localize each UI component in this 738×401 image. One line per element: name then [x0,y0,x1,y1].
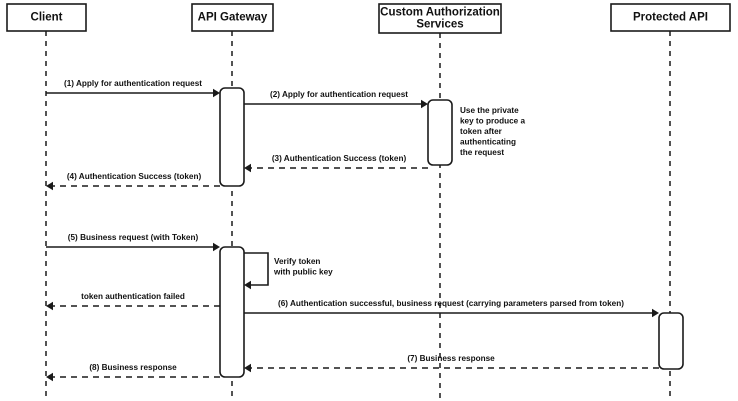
message-label: (8) Business response [89,363,177,372]
participant-label: Protected API [633,12,708,24]
self-call-label-line: with public key [273,268,333,277]
note-line: key to produce a [460,117,526,126]
participant-label: Services [416,19,463,31]
note-line: token after [460,127,503,136]
message-arrowhead [46,372,53,382]
message-msg-4: (4) Authentication Success (token) [46,172,220,191]
note-line: the request [460,148,504,157]
messages-layer: (1) Apply for authentication request (2) … [46,79,659,382]
note-line: authenticating [460,138,516,147]
activation-bar-api-gateway [219,246,245,378]
message-arrowhead [421,99,428,109]
activation-bar-custom-authorization-services [427,99,453,166]
participant-box[interactable] [6,3,87,32]
message-msg-8: (8) Business response [46,363,220,382]
message-label: (6) Authentication successful, business … [278,299,624,308]
self-call-self-verify-token: Verify token with public key [244,252,333,290]
message-label: (3) Authentication Success (token) [272,154,407,163]
message-msg-1: (1) Apply for authentication request [46,79,220,98]
self-calls-layer: Verify token with public key [244,252,333,290]
activation-bar-api-gateway [219,87,245,187]
message-label: (7) Business response [407,354,495,363]
participant-client[interactable]: Client [6,3,87,32]
message-arrowhead [213,88,220,98]
activation-bar-protected-api [658,312,684,370]
message-label: (2) Apply for authentication request [270,90,408,99]
participant-box[interactable] [378,3,502,34]
message-arrowhead [213,242,220,252]
participant-boxes-layer: Client API Gateway Custom AuthorizationSer… [6,3,731,34]
message-arrowhead [244,363,251,373]
participant-protected-api[interactable]: Protected API [610,3,731,32]
message-arrowhead [46,301,53,311]
message-label: (1) Apply for authentication request [64,79,202,88]
message-label: token authentication failed [81,292,185,301]
participant-label: Custom Authorization [380,7,500,19]
note-line: Use the private [460,106,519,115]
participant-label: API Gateway [198,12,268,24]
message-label: (5) Business request (with Token) [68,233,199,242]
message-msg-7: (7) Business response [244,354,659,373]
participant-label: Client [31,12,63,24]
self-call-path [244,252,269,286]
message-label: (4) Authentication Success (token) [67,172,202,181]
message-msg-6: (6) Authentication successful, business … [244,299,659,318]
message-arrowhead [244,163,251,173]
self-call-arrowhead [244,280,251,290]
message-arrowhead [46,181,53,191]
message-msg-token-failed: token authentication failed [46,292,220,311]
participant-api-gateway[interactable]: API Gateway [191,3,274,32]
participant-box[interactable] [610,3,731,32]
self-call-label-line: Verify token [274,257,320,266]
message-msg-3: (3) Authentication Success (token) [244,154,428,173]
message-msg-5: (5) Business request (with Token) [46,233,220,252]
message-arrowhead [652,308,659,318]
message-msg-2: (2) Apply for authentication request [244,90,428,109]
activations-layer [219,87,684,378]
participant-box[interactable] [191,3,274,32]
